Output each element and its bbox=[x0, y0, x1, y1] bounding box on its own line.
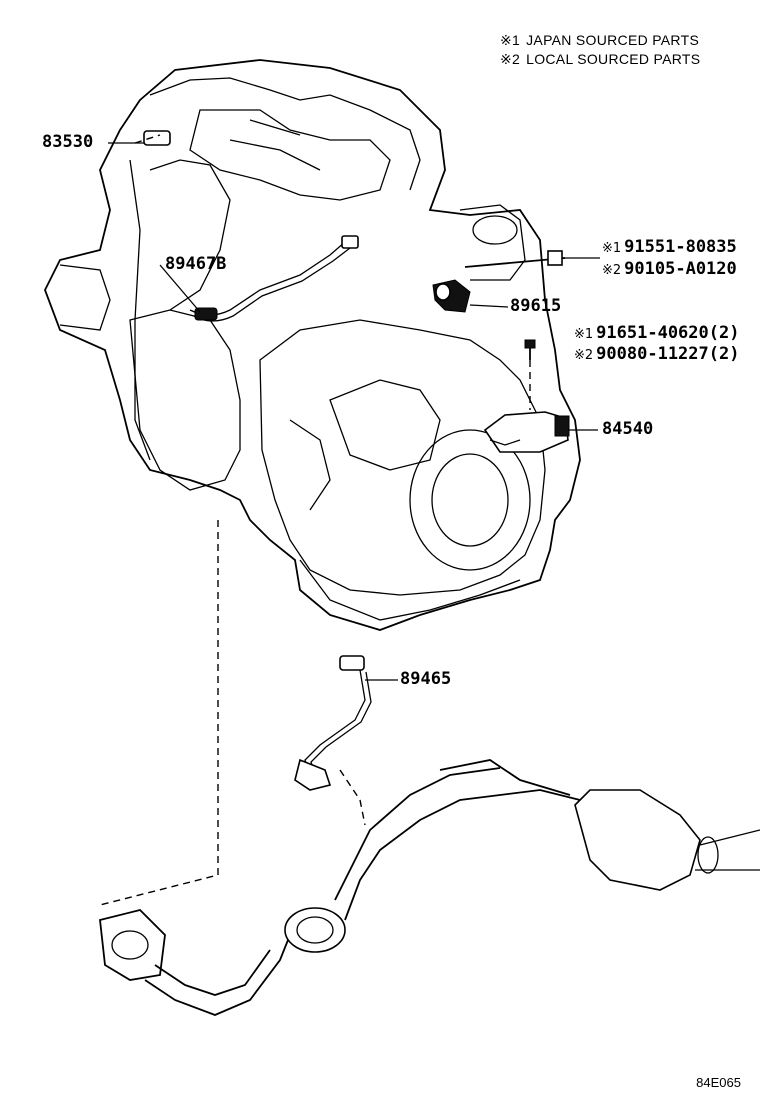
sensor-89615 bbox=[432, 279, 471, 313]
callout-89465[interactable]: 89465 bbox=[400, 669, 452, 689]
sensor-89467b bbox=[189, 235, 359, 322]
part-number: 90105-A0120 bbox=[624, 259, 737, 279]
local-mark: ※2 bbox=[574, 348, 594, 363]
local-mark: ※2 bbox=[602, 263, 622, 278]
part-number: 90080-11227(2) bbox=[596, 344, 740, 364]
sensor-89465 bbox=[294, 655, 372, 791]
callout-83530[interactable]: 83530 bbox=[42, 132, 94, 152]
japan-mark: ※1 bbox=[602, 241, 622, 256]
screw-91651 bbox=[524, 339, 536, 360]
legend-item-japan: ※1 JAPAN SOURCED PARTS bbox=[500, 31, 700, 50]
bolt-91551 bbox=[464, 250, 600, 268]
legend-text: LOCAL SOURCED PARTS bbox=[526, 51, 701, 67]
japan-mark: ※1 bbox=[574, 327, 594, 342]
sensor-83530 bbox=[108, 130, 171, 146]
engine-block bbox=[44, 59, 581, 631]
switch-84540 bbox=[483, 360, 570, 453]
callout-89615[interactable]: 89615 bbox=[510, 296, 562, 316]
source-legend: ※1 JAPAN SOURCED PARTS ※2 LOCAL SOURCED … bbox=[500, 31, 700, 69]
legend-mark: ※2 bbox=[500, 51, 521, 67]
legend-item-local: ※2 LOCAL SOURCED PARTS bbox=[500, 50, 700, 69]
connector-lines bbox=[99, 134, 598, 906]
reference-code: 84E065 bbox=[696, 1075, 741, 1090]
legend-text: JAPAN SOURCED PARTS bbox=[526, 32, 700, 48]
legend-mark: ※1 bbox=[500, 32, 521, 48]
exhaust-pipe bbox=[99, 759, 760, 1016]
callout-84540[interactable]: 84540 bbox=[602, 419, 654, 439]
part-number: 91551-80835 bbox=[624, 237, 737, 257]
part-number: 91651-40620(2) bbox=[596, 323, 740, 343]
callout-89467b[interactable]: 89467B bbox=[165, 254, 227, 274]
